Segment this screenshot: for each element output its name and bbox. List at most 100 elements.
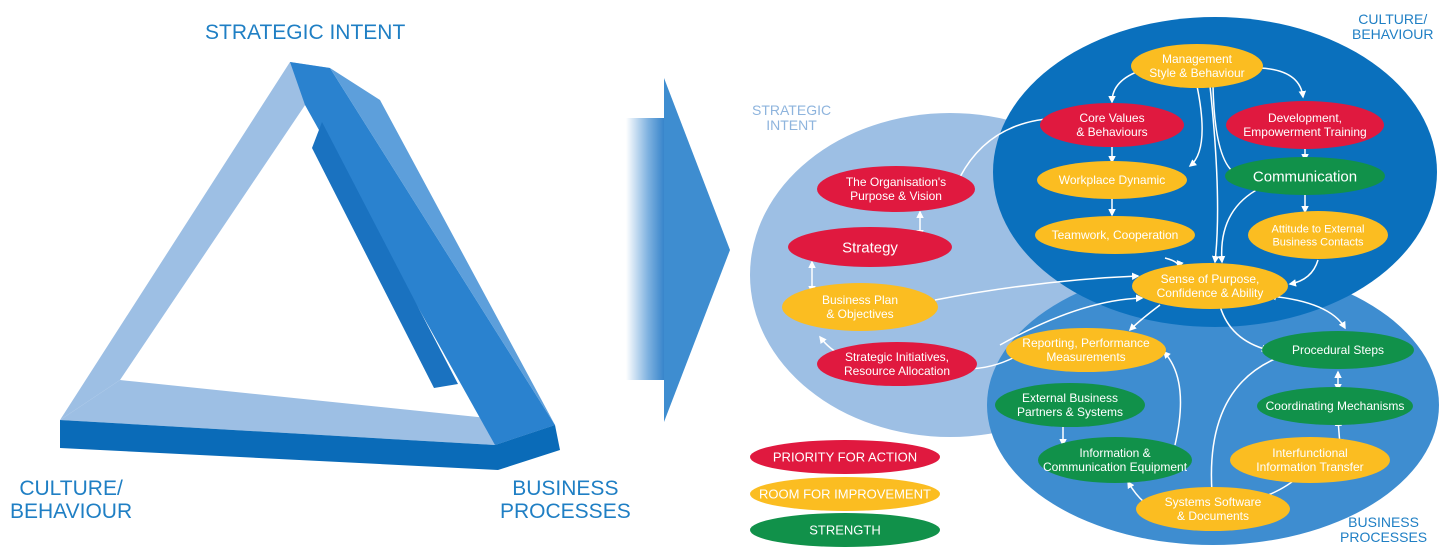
- right-culture-label: CULTURE/ BEHAVIOUR: [1352, 11, 1434, 43]
- penrose-triangle: [60, 62, 560, 470]
- node-teamwork: Teamwork, Cooperation: [1035, 216, 1195, 254]
- triangle-bottom-face: [60, 380, 555, 445]
- right-business-label: BUSINESS PROCESSES: [1340, 514, 1428, 546]
- node-reporting-label: Reporting, Performance: [1022, 336, 1150, 350]
- left-culture-label: CULTURE/ BEHAVIOUR: [10, 477, 133, 523]
- connector: [1188, 85, 1203, 167]
- node-mgmt-shape: [1131, 44, 1263, 88]
- node-workplace-shape: [1037, 161, 1187, 199]
- left-business-line1: BUSINESS: [512, 477, 619, 500]
- legend-label-yellow: ROOM FOR IMPROVEMENT: [759, 487, 931, 502]
- node-interfunctional-shape: [1230, 437, 1390, 483]
- node-initiatives-label: Resource Allocation: [844, 364, 950, 378]
- node-bizplan: Business Plan& Objectives: [782, 283, 938, 331]
- legend-swatch-red: [750, 440, 940, 474]
- triangle-top-left-face: [60, 62, 330, 420]
- node-mgmt-label: Style & Behaviour: [1149, 66, 1244, 80]
- node-attitude-label: Attitude to External: [1272, 223, 1365, 235]
- node-initiatives-label: Strategic Initiatives,: [845, 350, 949, 364]
- legend-label-red: PRIORITY FOR ACTION: [773, 450, 917, 465]
- node-syssoft: Systems Software& Documents: [1136, 487, 1290, 531]
- node-infocomm-label: Information &: [1079, 446, 1150, 460]
- node-reporting-label: Measurements: [1046, 350, 1125, 364]
- right-business-line2: PROCESSES: [1340, 529, 1428, 546]
- node-interfunctional-label: Information Transfer: [1256, 460, 1363, 474]
- node-strategy: Strategy: [788, 227, 952, 267]
- left-culture-line2: BEHAVIOUR: [10, 499, 133, 523]
- node-sense-label: Sense of Purpose,: [1161, 272, 1260, 286]
- node-strategy-label: Strategy: [842, 239, 898, 256]
- legend-swatch-yellow: [750, 477, 940, 511]
- node-sense-shape: [1132, 263, 1288, 309]
- node-bizplan-label: Business Plan: [822, 293, 898, 307]
- node-dev-label: Development,: [1268, 111, 1342, 125]
- node-syssoft-shape: [1136, 487, 1290, 531]
- node-procedural: Procedural Steps: [1262, 331, 1414, 369]
- node-attitude-shape: [1248, 211, 1388, 259]
- node-interfunctional-label: Interfunctional: [1272, 446, 1347, 460]
- node-bizplan-shape: [782, 283, 938, 331]
- triangle-right-face: [290, 62, 555, 445]
- legend: PRIORITY FOR ACTION ROOM FOR IMPROVEMENT S…: [750, 440, 940, 547]
- connector: [1268, 292, 1346, 330]
- node-mgmt-label: Management: [1162, 52, 1233, 66]
- left-business-label: BUSINESS PROCESSES: [500, 477, 631, 523]
- right-strategic-line1: STRATEGIC: [752, 102, 832, 118]
- triangle-inner-hole: [188, 148, 434, 388]
- node-strategy-shape: [788, 227, 952, 267]
- node-infocomm: Information &Communication Equipment: [1038, 437, 1192, 483]
- left-strategic-intent-label: STRATEGIC INTENT: [205, 21, 406, 44]
- right-culture-line2: BEHAVIOUR: [1352, 26, 1434, 43]
- node-bizplan-label: & Objectives: [826, 307, 893, 321]
- node-coordinating: Coordinating Mechanisms: [1257, 387, 1413, 425]
- node-core: Core Values& Behaviours: [1040, 103, 1184, 147]
- right-strategic-line2: INTENT: [766, 117, 817, 134]
- connector: [1162, 350, 1182, 446]
- connector: [1217, 187, 1261, 264]
- node-extpartners-shape: [995, 383, 1145, 427]
- arrow-head: [664, 78, 730, 422]
- node-workplace: Workplace Dynamic: [1037, 161, 1187, 199]
- left-culture-line1: CULTURE/: [19, 477, 123, 500]
- node-initiatives: Strategic Initiatives,Resource Allocatio…: [817, 342, 977, 386]
- node-extpartners-label: Partners & Systems: [1017, 405, 1123, 419]
- node-core-shape: [1040, 103, 1184, 147]
- node-teamwork-label: Teamwork, Cooperation: [1052, 228, 1179, 242]
- node-teamwork-shape: [1035, 216, 1195, 254]
- connector: [1128, 304, 1161, 332]
- node-infocomm-label: Communication Equipment: [1043, 460, 1188, 474]
- node-infocomm-shape: [1038, 437, 1192, 483]
- transition-arrow: [626, 78, 730, 422]
- node-initiatives-shape: [817, 342, 977, 386]
- node-org-shape: [817, 166, 975, 212]
- connector: [1288, 259, 1319, 287]
- arrow-shaft: [626, 118, 666, 380]
- connector: [1219, 305, 1270, 353]
- connector: [1209, 85, 1220, 264]
- triangle-inner-edge: [312, 122, 458, 388]
- legend-label-green: STRENGTH: [809, 523, 881, 538]
- legend-swatch-green: [750, 513, 940, 547]
- node-dev-shape: [1226, 101, 1384, 149]
- node-core-label: & Behaviours: [1076, 125, 1147, 139]
- node-core-label: Core Values: [1079, 111, 1144, 125]
- connector: [1210, 354, 1284, 493]
- right-business-line1: BUSINESS: [1348, 514, 1419, 530]
- right-strategic-intent-label: STRATEGIC INTENT: [752, 102, 832, 134]
- triangle-bottom-front: [60, 420, 560, 470]
- connector: [934, 272, 1140, 301]
- node-coordinating-shape: [1257, 387, 1413, 425]
- node-comm-label: Communication: [1253, 168, 1357, 185]
- node-sense-label: Confidence & Ability: [1157, 286, 1264, 300]
- left-business-line2: PROCESSES: [500, 499, 631, 523]
- node-procedural-label: Procedural Steps: [1292, 343, 1384, 357]
- node-procedural-shape: [1262, 331, 1414, 369]
- node-dev: Development,Empowerment Training: [1226, 101, 1384, 149]
- node-org-label: The Organisation's: [846, 175, 946, 189]
